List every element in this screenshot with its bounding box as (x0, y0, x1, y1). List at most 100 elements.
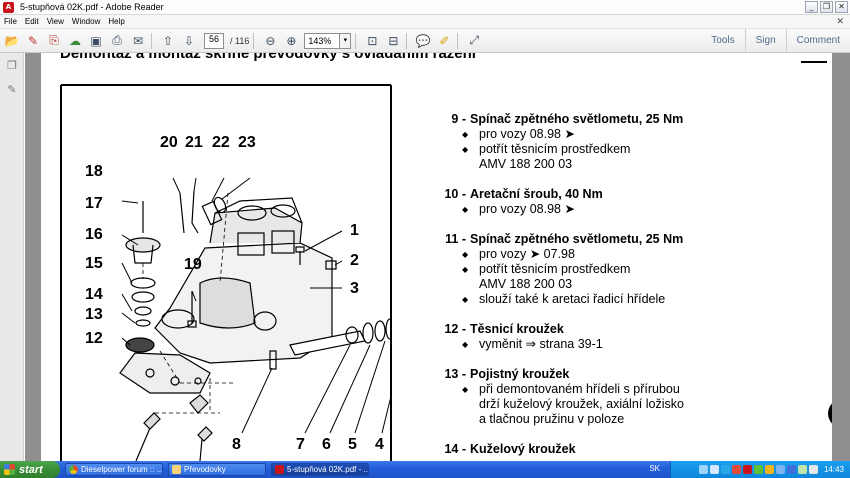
callout-labels: 1 2 3 7 6 5 4 8 12 13 14 15 16 17 18 19 … (85, 134, 384, 453)
print-icon[interactable]: ⎙ (112, 33, 122, 47)
clock[interactable]: 14:43 (823, 465, 844, 474)
fit-width-icon[interactable]: ⊟ (388, 33, 399, 48)
antivirus-icon[interactable] (731, 465, 741, 474)
taskbar-item-label: 5-stupňová 02K.pdf - ... (287, 465, 369, 474)
sign-link[interactable]: Sign (744, 29, 786, 53)
menu-window[interactable]: Window (71, 17, 101, 26)
taskbar-item-folder[interactable]: Převodovky (168, 463, 266, 476)
spec-bullet: ◆potřít těsnicím prostředkem (462, 262, 631, 276)
tools-link[interactable]: Tools (711, 35, 735, 46)
spec-item-10: 10 -Aretační šroub, 40 Nm ◆pro vozy 08.9… (433, 186, 823, 217)
spec-bullet: ◆slouží také k aretaci řadicí hřídele (462, 292, 666, 306)
document-area[interactable]: Demontáž a montáž skříně převodovky s ov… (25, 53, 850, 461)
create-pdf-icon[interactable]: ✎ (27, 33, 39, 48)
display-icon[interactable] (775, 465, 785, 474)
sync-icon[interactable] (808, 465, 818, 474)
windows-logo-icon (4, 464, 15, 475)
taskbar: start Dieselpower forum :: ... Převodovk… (0, 461, 850, 478)
pdf-icon (275, 465, 284, 474)
taskbar-item-chrome[interactable]: Dieselpower forum :: ... (65, 463, 163, 476)
email-icon[interactable]: ✉ (132, 33, 144, 48)
network-icon[interactable] (698, 465, 708, 474)
spec-item-11: 11 -Spínač zpětného světlometu, 25 Nm ◆p… (433, 231, 823, 307)
spec-bullet: ◆pro vozy 08.98 ➤ (462, 127, 575, 141)
zoom-dropdown-icon[interactable]: ▾ (340, 32, 352, 49)
title-bar: A 5-stupňová 02K.pdf - Adobe Reader _ ❐ … (0, 0, 850, 15)
zoom-in-icon[interactable]: ⊕ (286, 33, 297, 48)
close-document-icon[interactable]: ✕ (836, 16, 844, 26)
start-button[interactable]: start (0, 461, 60, 478)
close-button[interactable]: ✕ (835, 1, 848, 13)
callout-4: 4 (375, 436, 384, 453)
open-icon[interactable]: 📂 (4, 33, 20, 48)
fit-page-icon[interactable]: ⊡ (367, 33, 378, 48)
adobe-update-icon[interactable] (742, 465, 752, 474)
menu-view[interactable]: View (46, 17, 64, 26)
restore-button[interactable]: ❐ (820, 1, 833, 13)
spec-title: 14 -Kuželový kroužek (444, 442, 576, 456)
chrome-icon (69, 465, 78, 474)
callout-8: 8 (232, 436, 241, 453)
callout-7: 7 (296, 436, 305, 453)
bluetooth-icon[interactable] (786, 465, 796, 474)
callout-20: 20 (160, 134, 178, 151)
spec-bullet: ◆pro vozy ➤ 07.98 (462, 247, 575, 261)
spec-title: 10 -Aretační šroub, 40 Nm (444, 187, 603, 201)
callout-2: 2 (350, 252, 359, 269)
dashed-guides (142, 192, 235, 414)
callout-13: 13 (85, 306, 103, 323)
spec-title: 12 -Těsnicí kroužek (444, 322, 564, 336)
menu-file[interactable]: File (4, 17, 17, 26)
security-icon[interactable] (764, 465, 774, 474)
comment-icon[interactable]: 💬 (415, 33, 431, 48)
page-total: / 116 (230, 35, 250, 46)
spec-bullet: ◆potřít těsnicím prostředkem (462, 142, 631, 156)
battery-icon[interactable] (797, 465, 807, 474)
callout-6: 6 (322, 436, 331, 453)
zoom-input[interactable]: 143% (304, 32, 341, 49)
messenger-icon[interactable] (753, 465, 763, 474)
page-header: Demontáž a montáž skříně převodovky s ov… (60, 53, 476, 62)
adobe-reader-icon: A (3, 1, 14, 13)
skype-icon[interactable] (720, 465, 730, 474)
callout-5: 5 (348, 436, 357, 453)
spec-list: 9 -Spínač zpětného světlometu, 25 Nm ◆pr… (433, 111, 823, 461)
minimize-button[interactable]: _ (805, 1, 818, 13)
spec-item-12: 12 -Těsnicí kroužek ◆vyměnit ⇒ strana 39… (433, 321, 823, 352)
menu-help[interactable]: Help (108, 17, 125, 26)
zoom-out-icon[interactable]: ⊖ (265, 33, 276, 48)
full-screen-icon[interactable]: ⤢ (469, 33, 480, 47)
language-indicator[interactable]: SK (649, 464, 660, 473)
save-icon[interactable]: ▣ (90, 33, 102, 48)
toolbar-separator (355, 32, 357, 49)
spec-bullet: ◆pro vozy 08.98 ➤ (462, 202, 575, 216)
comment-link[interactable]: Comment (785, 29, 850, 53)
callout-19: 19 (184, 256, 202, 273)
callout-12: 12 (85, 330, 103, 347)
callout-3: 3 (350, 280, 359, 297)
menu-edit[interactable]: Edit (24, 17, 39, 26)
spec-title: 9 -Spínač zpětného světlometu, 25 Nm (451, 112, 684, 126)
folder-icon (172, 465, 181, 474)
attachments-icon[interactable]: ✎ (7, 82, 17, 96)
menu-bar: File Edit View Window Help ✕ (0, 15, 850, 29)
next-page-icon[interactable]: ⇩ (183, 33, 195, 48)
start-label: start (19, 463, 43, 476)
exploded-diagram: 1 2 3 7 6 5 4 8 12 13 14 15 16 17 18 19 … (60, 84, 392, 461)
callout-23: 23 (238, 134, 256, 151)
page-thumbnails-icon[interactable]: ❐ (7, 58, 17, 72)
callout-21: 21 (185, 134, 203, 151)
spec-continuation: drží kuželový kroužek, axiální ložisko (479, 397, 684, 411)
callout-18: 18 (85, 163, 103, 180)
window-controls: _ ❐ ✕ (805, 1, 848, 13)
page-number-input[interactable]: 56 (204, 32, 224, 49)
spec-continuation: AMV 188 200 03 (479, 157, 573, 171)
export-icon[interactable]: ⎘ (49, 33, 59, 47)
previous-page-icon[interactable]: ⇧ (162, 33, 174, 48)
taskbar-item-label: Převodovky (184, 465, 226, 474)
spec-bullet: ◆vyměnit ⇒ strana 39-1 (462, 337, 603, 351)
highlight-icon[interactable]: ✐ (439, 33, 450, 48)
taskbar-item-adobe-reader[interactable]: 5-stupňová 02K.pdf - ... (271, 463, 369, 476)
speaker-icon[interactable] (709, 465, 719, 474)
cloud-upload-icon[interactable]: ☁ (69, 33, 81, 48)
